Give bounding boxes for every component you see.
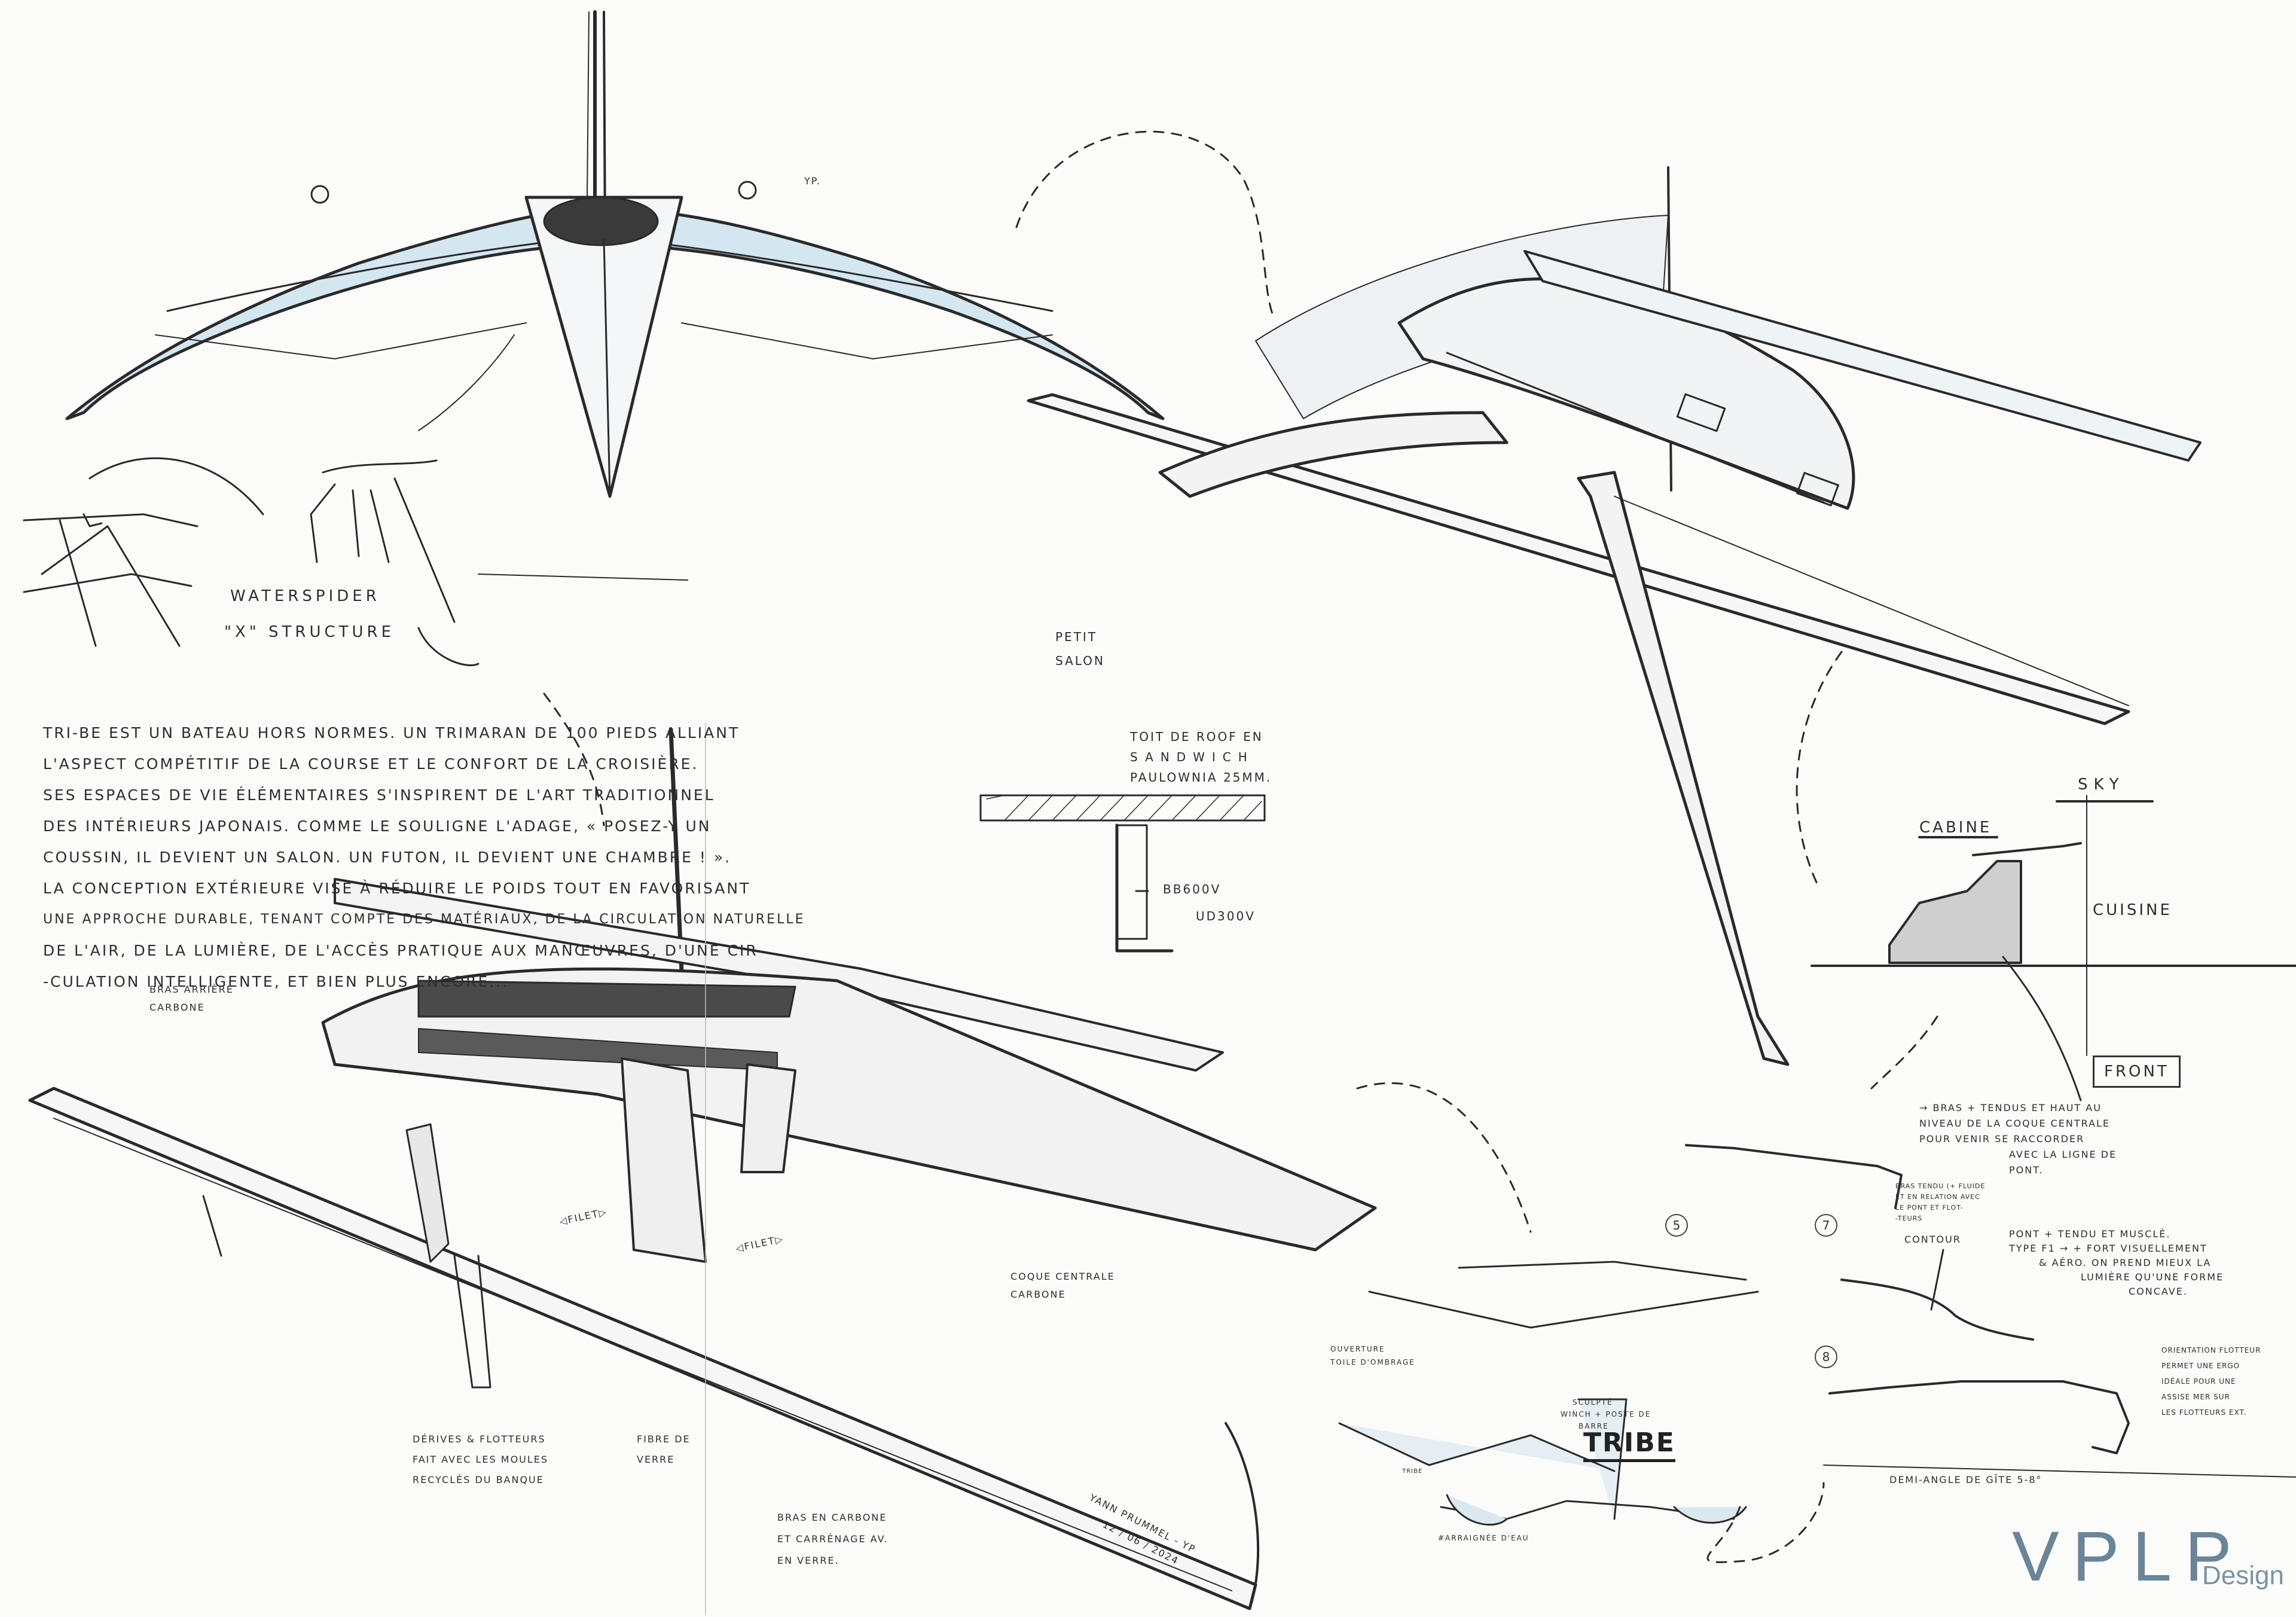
note-line: bras tendu (+ fluide [1895,1182,1986,1190]
coque-centrale-label: Coque centrale carbone [1010,1268,1115,1304]
label-line: Bras en carbone [777,1512,887,1523]
initials-mark: YP. [804,175,822,187]
small-trimaran-sketches [1338,1261,1759,1526]
bras-tendus-note: → Bras + tendus et haut au niveau de la … [1919,1100,2117,1178]
note-line: concave. [2129,1286,2188,1297]
label-line: carbone [149,1002,205,1013]
derives-label: Dérives & flotteurs fait avec les moules… [413,1429,548,1490]
waterspider-sketch [310,334,688,666]
vplp-design-logo: VPLP Design [2012,1517,2284,1596]
note-line: -teurs [1895,1215,1923,1222]
note-line: les flotteurs ext. [2161,1408,2247,1417]
bras-arriere-label: Bras arrière carbone [149,981,234,1017]
roof-section-label: Toit de roof en sandwich Paulownia 25mm. [1130,727,1272,788]
hull-badge: TRIBE [1402,1468,1423,1475]
ud300v-label: UD300V [1196,909,1256,923]
bb600v-label: BB600V [1163,882,1222,896]
contour-label: Contour [1904,1234,1961,1245]
note-line: assise mer sur [2161,1393,2230,1401]
fibre-verre-label: Fibre de verre [637,1429,691,1470]
description-note: Tri-be est un bateau hors normes. Un tri… [43,718,805,997]
brand-sub: Design [2202,1561,2284,1590]
dashed-arrows [543,130,1938,1563]
label-line: verre [637,1454,675,1465]
note-line: Type F1 → + fort visuellement [2009,1243,2208,1254]
note-line: pont. [2009,1164,2044,1176]
label-line: winch + poste de [1561,1410,1651,1418]
description-line: Ses espaces de vie élémentaires s'inspir… [43,786,715,804]
front-label: Front [2093,1055,2181,1088]
hashtag-label: #arraignée d'eau [1438,1534,1529,1542]
main-trimaran-sketch [28,723,1377,1615]
description-line: La conception extérieure vise à réduire … [43,880,751,897]
ouverture-label: Ouverture toile d'ombrage [1330,1343,1415,1369]
note-line: permet une ergo [2161,1362,2240,1370]
layout-side-sketch [1810,795,2296,1102]
sky-label: Sky [2078,776,2125,794]
description-line: coussin, il devient un salon. Un futon, … [43,849,732,866]
label-line: salon [1055,654,1105,668]
note-line: idéale pour une [2161,1377,2236,1386]
note-line: avec la ligne de [2009,1149,2117,1160]
label-line: fait avec les moules [413,1454,549,1465]
cabine-label: Cabine [1919,819,1992,837]
note-line: & aéro. On prend mieux la [2039,1257,2212,1268]
note-line: niveau de la coque centrale [1919,1118,2111,1129]
label-line: sandwich [1130,750,1254,764]
description-line: Tri-be est un bateau hors normes. Un tri… [43,724,740,742]
perspective-trimaran-sketch [1027,166,2202,1066]
bras-carbone-label: Bras en carbone et carrénage av. en verr… [777,1507,889,1572]
note-line: et en relation avec [1895,1193,1980,1201]
petit-salon-label: Petit salon [1055,625,1105,673]
label-line: Ouverture [1330,1345,1385,1353]
sculpte-label: Sculpté winch + poste de barre [1561,1396,1651,1432]
note-line: pour venir se raccorder [1919,1133,2085,1145]
label-line: Dérives & flotteurs [413,1433,546,1445]
label-line: carbone [1010,1289,1066,1300]
label-line: Toit de roof en [1130,730,1263,744]
note-line: Pont + tendu et musclé. [2009,1228,2171,1240]
label-line: Coque centrale [1010,1271,1115,1282]
brand-name: VPLP [2012,1517,2245,1596]
demi-angle-label: Demi-angle de gîte 5-8° [1889,1474,2042,1485]
note-line: → Bras + tendus et haut au [1919,1102,2102,1113]
note-line: lumière qu'une forme [2081,1271,2224,1283]
step-number-8: 8 [1815,1346,1837,1368]
bras-tendu-note: bras tendu (+ fluide et en relation avec… [1895,1181,1985,1224]
step-number-5: 5 [1665,1214,1688,1237]
orientation-note: Orientation flotteur permet une ergo idé… [2161,1343,2261,1420]
cuisine-label: Cuisine [2093,901,2172,919]
description-line: -culation intelligente, et bien plus enc… [43,973,509,990]
label-line: et carrénage av. [777,1533,889,1545]
label-line: barre [1578,1422,1609,1430]
description-line: une approche durable, tenant compte des … [43,912,805,927]
x-structure-sketch [23,457,264,647]
tribe-logo: TRIBE [1583,1429,1675,1462]
roof-section-detail [979,794,1266,953]
arm-detail-sketches [1685,1144,2296,1478]
label-line: Bras arrière [149,984,234,995]
note-line: Orientation flotteur [2161,1346,2261,1354]
front-view-sketch [65,10,1165,498]
label-line: en verre. [777,1555,839,1566]
label-line: Fibre de [637,1433,691,1445]
note-line: le pont et flot- [1895,1204,1964,1212]
label-line: Petit [1055,630,1098,644]
pont-note: Pont + tendu et musclé. Type F1 → + fort… [2009,1227,2224,1299]
label-line: Paulownia 25mm. [1130,770,1272,785]
x-structure-label: "X" structure [224,623,395,641]
description-line: de l'air, de la lumière, de l'accès prat… [43,942,765,959]
label-line: Sculpté [1573,1398,1613,1407]
description-line: des intérieurs japonais. Comme le soulig… [43,817,712,835]
label-line: toile d'ombrage [1330,1358,1415,1366]
step-number-7: 7 [1815,1214,1837,1237]
waterspider-label: Waterspider [230,587,380,605]
description-line: l'aspect compétitif de la course et le c… [43,755,699,773]
label-line: recyclés du banque [413,1474,544,1485]
